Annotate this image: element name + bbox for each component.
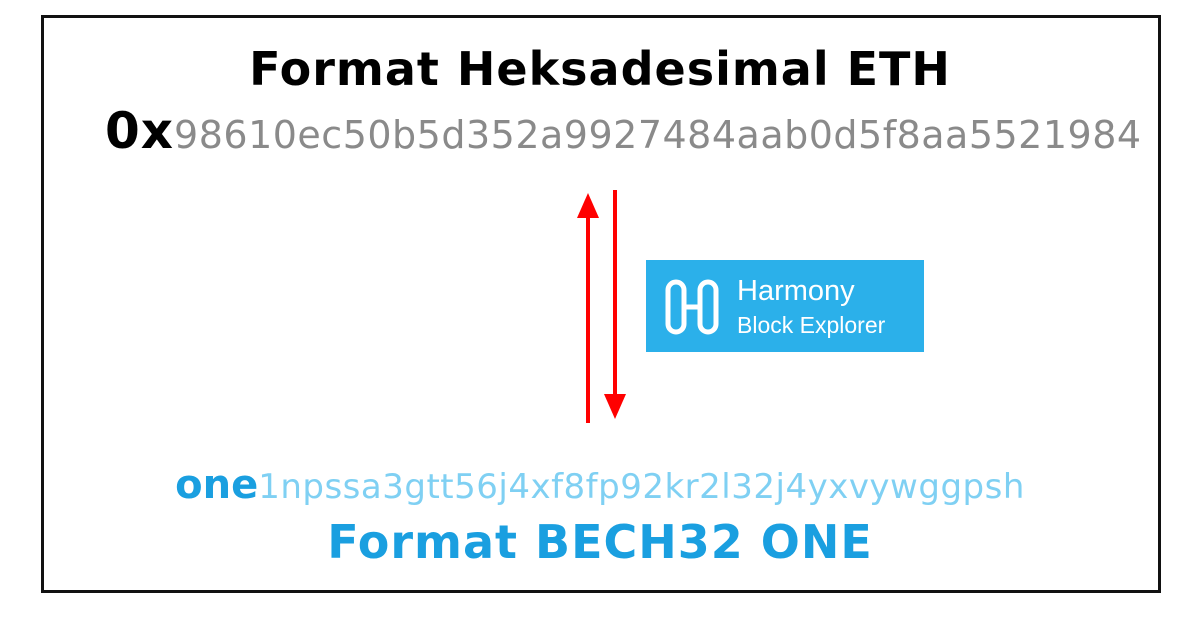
eth-address-hex: 98610ec50b5d352a9927484aab0d5f8aa5521984 bbox=[174, 113, 1142, 157]
harmony-logo-icon bbox=[665, 279, 719, 335]
one-address-value: 1npssa3gtt56j4xf8fp92kr2l32j4yxvywggpsh bbox=[258, 467, 1025, 507]
eth-format-title: Format Heksadesimal ETH bbox=[249, 42, 951, 96]
one-address-prefix: one bbox=[175, 462, 259, 508]
eth-address-prefix: 0x bbox=[105, 102, 175, 160]
up-arrow-icon bbox=[577, 193, 599, 423]
diagram-frame bbox=[41, 15, 1161, 593]
eth-address: 0x98610ec50b5d352a9927484aab0d5f8aa55219… bbox=[105, 106, 1142, 156]
harmony-logo: Harmony Block Explorer bbox=[646, 260, 924, 352]
logo-subtitle: Block Explorer bbox=[737, 312, 886, 338]
logo-title: Harmony bbox=[737, 275, 855, 307]
bech32-format-title: Format BECH32 ONE bbox=[327, 515, 873, 569]
down-arrow-icon bbox=[604, 190, 626, 419]
conversion-arrows bbox=[577, 190, 626, 423]
one-address: one1npssa3gtt56j4xf8fp92kr2l32j4yxvywggp… bbox=[0, 465, 1200, 505]
